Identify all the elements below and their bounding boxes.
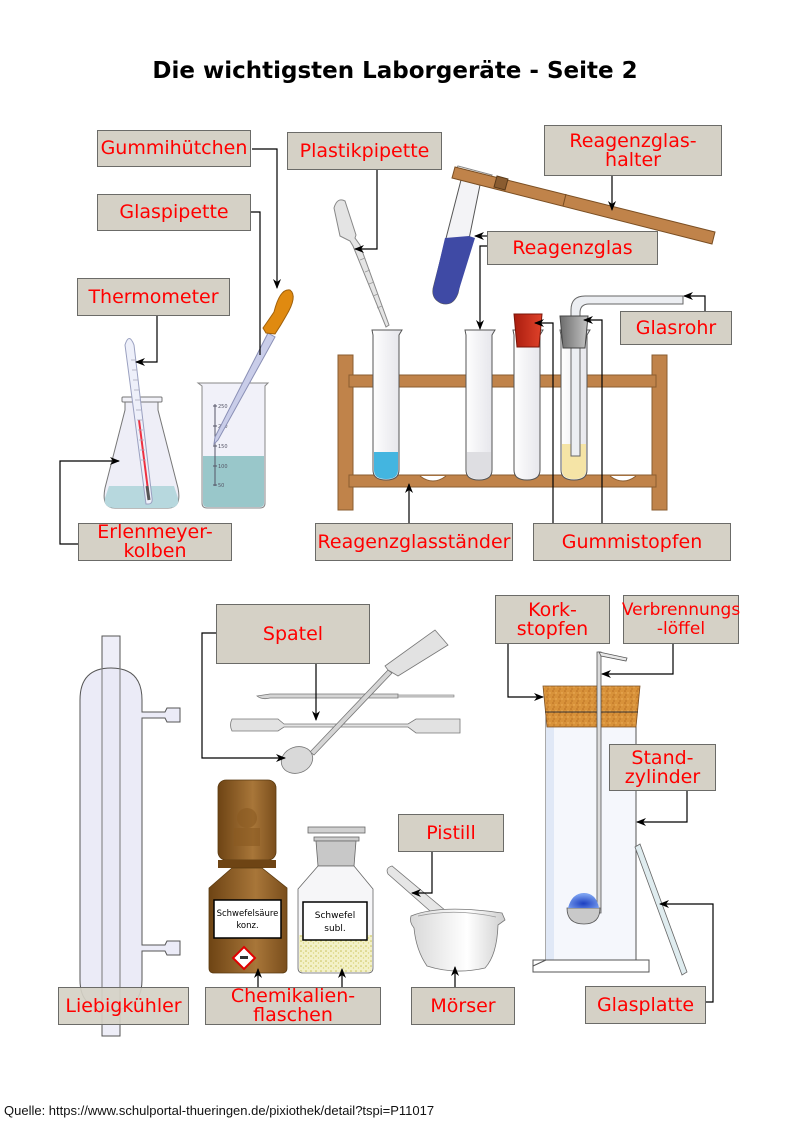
label-text: Glasrohr	[635, 316, 717, 339]
label-reagenzglashalter: Reagenzglas- halter	[544, 125, 722, 176]
connector-verbrennungsloeffel	[601, 644, 674, 678]
acid-label-line2: konz.	[236, 921, 258, 931]
beaker-mark-50: 50	[218, 483, 224, 489]
beaker: 250 200 150 100 50	[196, 382, 270, 509]
label-moerser: Mörser	[411, 987, 515, 1025]
label-text: Chemikalien- flaschen	[230, 985, 356, 1026]
thermometer	[124, 338, 153, 505]
red-rubber-stopper	[513, 313, 543, 348]
connector-glasplatte	[659, 900, 714, 1003]
label-text: Kork- stopfen	[516, 598, 589, 640]
connector-reagenzglas-2	[476, 245, 488, 330]
cork-stopper	[542, 685, 641, 728]
test-tube-blue	[432, 165, 493, 305]
label-verbrennungsloeffel: Verbrennungs -löffel	[621, 595, 741, 644]
label-text: Reagenzglas	[512, 236, 633, 259]
page-title: Die wichtigsten Laborgeräte - Seite 2	[152, 58, 638, 84]
gray-rubber-stopper	[559, 315, 589, 349]
connector-gummistopfen-red	[534, 319, 554, 523]
label-glasrohr: Glasrohr	[620, 311, 732, 345]
connector-glaspipette	[251, 211, 261, 355]
label-erlenmeyerkolben: Erlenmeyer- kolben	[78, 523, 232, 561]
connector-standzylinder	[636, 791, 688, 826]
glass-plate	[634, 843, 688, 976]
combustion-spoon	[566, 651, 628, 925]
label-text: Glaspipette	[119, 201, 229, 223]
label-reagenzglasstaender: Reagenzglasständer	[315, 523, 513, 561]
beaker-mark-250: 250	[218, 404, 228, 410]
label-glasplatte: Glasplatte	[585, 986, 706, 1024]
spatula-small	[256, 693, 455, 700]
connector-gummistopfen-gray	[583, 316, 603, 523]
label-text: Erlenmeyer- kolben	[97, 521, 213, 562]
label-glaspipette: Glaspipette	[97, 194, 251, 231]
source-citation: Quelle: https://www.schulportal-thuering…	[4, 1103, 435, 1118]
label-gummistopfen: Gummistopfen	[533, 523, 731, 561]
connector-korkstopfen	[507, 644, 544, 701]
connector-spatel-1	[201, 632, 286, 762]
connector-plastikpipette	[354, 170, 378, 253]
connector-pistill	[411, 852, 433, 897]
corrosive-hazard-icon	[231, 945, 257, 971]
beaker-mark-100: 100	[218, 464, 228, 470]
label-gummihuetchen: Gummihütchen	[97, 130, 251, 167]
connector-thermometer	[135, 316, 158, 366]
standing-cylinder	[532, 699, 650, 973]
liebig-condenser	[79, 635, 181, 1037]
label-liebigkuehler: Liebigkühler	[58, 987, 189, 1025]
label-korkstopfen: Kork- stopfen	[495, 595, 610, 644]
sulfur-label-line2: subl.	[324, 924, 345, 934]
sulfur-bottle: Schwefel subl.	[297, 826, 374, 974]
label-text: Glasplatte	[596, 993, 695, 1016]
label-text: Thermometer	[88, 285, 219, 308]
label-text: Reagenzglas- halter	[569, 129, 697, 171]
label-text: Stand- zylinder	[624, 746, 701, 788]
test-tube-red-stopper	[512, 329, 544, 481]
beaker-mark-150: 150	[218, 444, 228, 450]
connector-erlenmeyer	[59, 457, 120, 545]
test-tube-rack	[337, 354, 668, 511]
test-tube-holder	[451, 166, 716, 245]
label-text: Gummistopfen	[561, 530, 703, 553]
label-text: Verbrennungs -löffel	[621, 599, 741, 639]
test-tube-cyan	[371, 329, 403, 481]
label-reagenzglas: Reagenzglas	[487, 231, 658, 265]
label-plastikpipette: Plastikpipette	[287, 132, 442, 170]
label-text: Plastikpipette	[299, 139, 430, 162]
label-text: Mörser	[430, 994, 496, 1017]
label-text: Spatel	[262, 622, 324, 645]
label-text: Pistill	[426, 821, 476, 844]
rubber-bulb	[262, 289, 294, 335]
connector-gummihuetchen	[252, 148, 281, 289]
label-standzylinder: Stand- zylinder	[609, 744, 716, 791]
label-text: Gummihütchen	[100, 137, 248, 159]
connector-glasrohr	[683, 292, 706, 314]
label-pistill: Pistill	[398, 814, 504, 852]
glass-tube	[570, 295, 684, 457]
connector-lines	[59, 148, 714, 1003]
test-tube-empty	[464, 329, 496, 481]
spoon-spatula	[280, 629, 449, 774]
sulfur-label-line1: Schwefel	[315, 911, 355, 921]
brown-chemical-bottle: Schwefelsäure konz.	[208, 779, 288, 974]
label-text: Liebigkühler	[65, 994, 182, 1017]
label-chemikalienflaschen: Chemikalien- flaschen	[205, 987, 381, 1025]
mortar	[410, 908, 506, 972]
plastic-pipette	[333, 199, 390, 328]
acid-label-line1: Schwefelsäure	[217, 909, 279, 919]
spatula-double	[230, 718, 461, 734]
label-spatel: Spatel	[216, 604, 370, 664]
label-thermometer: Thermometer	[77, 278, 230, 316]
label-text: Reagenzglasständer	[317, 530, 511, 553]
glass-pipette	[213, 332, 276, 446]
